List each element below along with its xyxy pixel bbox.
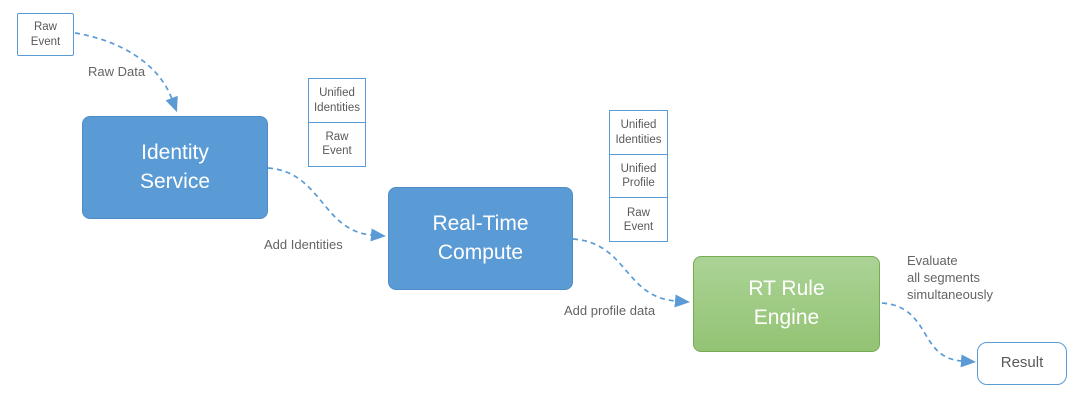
- stack-cell-unified-profile: Unified Profile: [609, 153, 668, 199]
- stack-cell-raw-event: Raw Event: [609, 197, 668, 243]
- node-result: Result: [977, 342, 1067, 385]
- node-real-time-compute: Real-Time Compute: [388, 187, 573, 290]
- stack-cell-raw-event: Raw Event: [308, 121, 366, 167]
- node-result-label: Result: [1000, 354, 1044, 372]
- stack-cell-label: Unified Profile: [620, 163, 657, 190]
- edge-real-time-compute-to-rt-rule-engine: [572, 238, 690, 308]
- node-raw-event: Raw Event: [17, 13, 74, 56]
- node-rt-rule-engine-label: RT Rule Engine: [748, 277, 825, 329]
- stack-cell-unified-identities: Unified Identities: [609, 110, 668, 155]
- node-raw-event-label: Raw Event: [30, 21, 61, 48]
- edge-rt-rule-engine-to-result: [881, 302, 976, 368]
- edge-identity-service-to-real-time-compute: [267, 167, 386, 242]
- edge-label-raw-data: Raw Data: [88, 64, 146, 79]
- stack-cell-label: Unified Identities: [615, 119, 662, 146]
- stack-cell-unified-identities: Unified Identities: [308, 78, 366, 123]
- edge-label-add-profile-data: Add profile data: [564, 303, 656, 318]
- node-identity-service: Identity Service: [82, 116, 268, 219]
- edge-label-add-identities: Add Identities: [264, 237, 343, 252]
- annotation-evaluate-all-segments: Evaluate all segments simultaneously: [907, 253, 993, 302]
- stack-cell-label: Unified Identities: [313, 87, 361, 114]
- data-stack-after-identity-service: Unified Identities Raw Event: [308, 78, 366, 167]
- node-identity-service-label: Identity Service: [139, 140, 211, 193]
- data-stack-after-real-time-compute: Unified Identities Unified Profile Raw E…: [609, 110, 668, 243]
- stack-cell-label: Raw Event: [623, 206, 654, 233]
- node-rt-rule-engine: RT Rule Engine: [693, 256, 880, 352]
- stack-cell-label: Raw Event: [322, 131, 352, 158]
- node-real-time-compute-label: Real-Time Compute: [432, 211, 529, 264]
